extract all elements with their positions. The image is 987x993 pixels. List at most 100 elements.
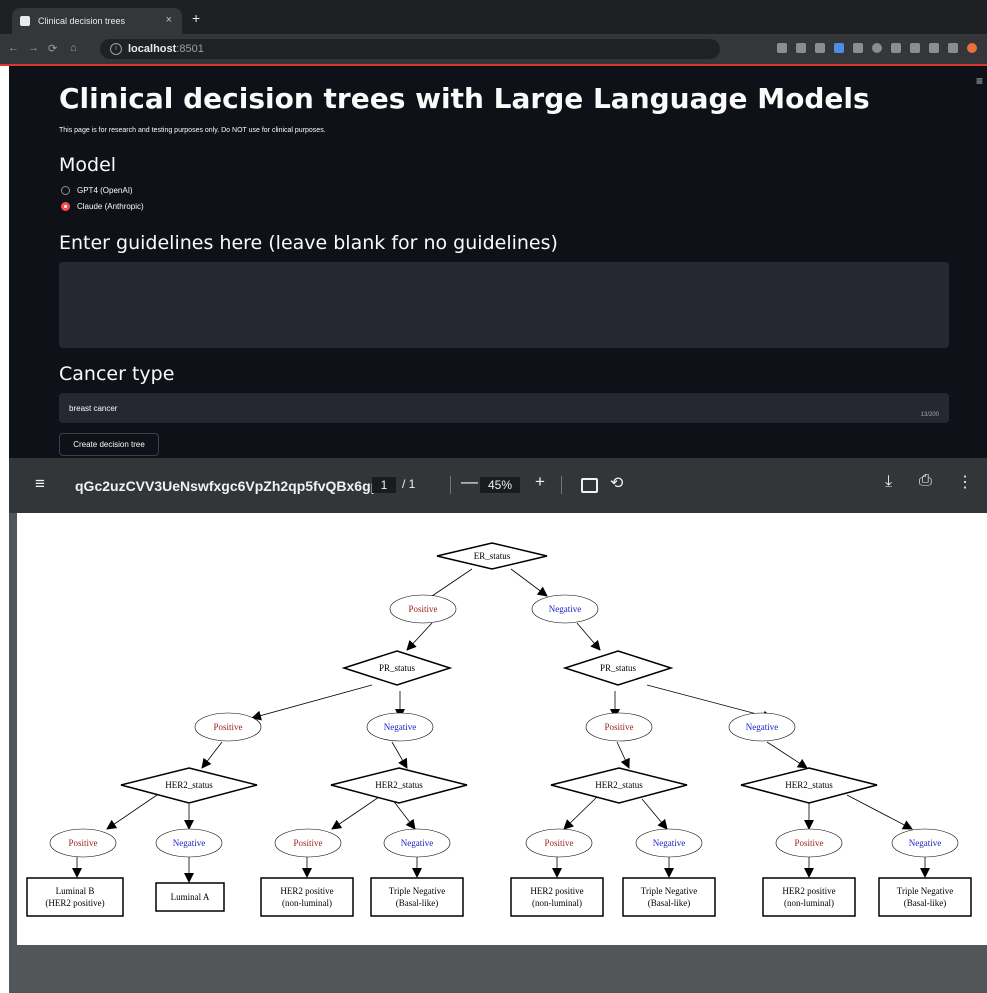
edge (391, 798, 416, 830)
ellipse-r-neg (728, 712, 796, 742)
edge-label-negative: Negative (384, 722, 416, 732)
edge (641, 798, 668, 830)
ellipse-l-neg (366, 712, 434, 742)
leaf-box (260, 877, 354, 917)
main-menu-icon[interactable]: ≡ (975, 74, 983, 88)
zoom-icon[interactable] (777, 43, 787, 53)
edge (576, 622, 601, 651)
address-bar-row: ← → ⟳ ⌂ i localhost:8501 (0, 34, 987, 65)
download-icon[interactable] (929, 43, 939, 53)
page-loading-accent (0, 64, 987, 66)
page-number-input[interactable]: 1 (372, 477, 396, 493)
extension-icon[interactable] (891, 43, 901, 53)
pdf-menu-icon[interactable]: ≡ (35, 474, 45, 493)
cancer-type-input[interactable]: breast cancer 13/200 (59, 393, 949, 423)
url-input[interactable]: i localhost:8501 (100, 39, 720, 59)
decision-tree-diagram: ER_status Positive Negative PR_status PR… (26, 542, 972, 917)
forward-icon[interactable]: → (28, 42, 39, 54)
radio-gpt4[interactable]: GPT4 (OpenAI) (61, 186, 133, 195)
extensions-toolbar (777, 43, 977, 53)
extensions-puzzle-icon[interactable] (910, 43, 920, 53)
back-icon[interactable]: ← (8, 42, 19, 54)
toolbar-divider (561, 476, 562, 494)
url-host: localhost (128, 43, 177, 55)
edge (391, 741, 408, 769)
leaf-label: (Basal-like) (904, 898, 946, 908)
zoom-out-button[interactable]: — (461, 472, 478, 491)
guidelines-textarea[interactable] (59, 262, 949, 348)
zoom-in-button[interactable]: + (535, 472, 545, 491)
extension-icon[interactable] (853, 43, 863, 53)
diamond-pr-right (562, 650, 674, 686)
share-icon[interactable] (796, 43, 806, 53)
extension-icon[interactable] (872, 43, 882, 53)
cancer-type-value: breast cancer (69, 404, 118, 413)
side-panel-icon[interactable] (948, 43, 958, 53)
download-icon[interactable]: ⤓ (885, 473, 893, 490)
page-total: / 1 (402, 477, 416, 491)
tree-edges (72, 568, 930, 883)
cancer-type-heading: Cancer type (59, 363, 175, 385)
node-label: HER2_status (595, 780, 643, 790)
edge (251, 684, 373, 721)
radio-button[interactable] (61, 186, 70, 195)
leaf-label: Triple Negative (641, 886, 697, 896)
zoom-level-input[interactable]: 45% (480, 477, 520, 493)
leaf-label: HER2 positive (280, 886, 333, 896)
leaf-label: (HER2 positive) (45, 898, 104, 908)
reload-icon[interactable]: ⟳ (48, 43, 58, 55)
fit-to-page-icon[interactable] (581, 478, 598, 493)
tab-close-icon[interactable]: × (165, 14, 172, 26)
ellipse-h3-neg (635, 828, 703, 858)
ellipse-h2-pos (274, 828, 342, 858)
diamond-h4 (740, 767, 878, 804)
leaf-label: Triple Negative (389, 886, 445, 896)
new-tab-button[interactable]: + (192, 10, 201, 26)
radio-button-selected[interactable] (61, 202, 70, 211)
home-icon[interactable]: ⌂ (70, 42, 77, 54)
rotate-icon[interactable]: ⟲ (610, 475, 624, 492)
leaf-box (26, 877, 124, 917)
edge-label-positive: Positive (604, 722, 633, 732)
bookmark-star-icon[interactable] (815, 43, 825, 53)
radio-claude[interactable]: Claude (Anthropic) (61, 202, 144, 211)
extension-icon[interactable] (834, 43, 844, 53)
radio-label: GPT4 (OpenAI) (77, 186, 133, 195)
edge (431, 568, 473, 597)
tab-title: Clinical decision trees (38, 16, 126, 26)
ellipse-er-pos (389, 594, 457, 624)
print-icon[interactable]: ⎙ (919, 472, 932, 489)
diamond-er (436, 542, 548, 570)
ellipse-h3-pos (525, 828, 593, 858)
edge-label-positive: Positive (293, 838, 322, 848)
more-options-icon[interactable]: ⋮ (957, 474, 973, 491)
char-counter: 13/200 (920, 412, 939, 418)
edge (510, 568, 548, 597)
create-decision-tree-button[interactable]: Create decision tree (59, 433, 159, 456)
diamond-pr-left (341, 650, 453, 686)
leaf-label: Luminal B (56, 886, 95, 896)
ellipse-h4-pos (775, 828, 843, 858)
site-info-icon[interactable]: i (110, 43, 122, 55)
node-label: HER2_status (375, 780, 423, 790)
leaf-label: (non-luminal) (282, 898, 332, 908)
edge (846, 794, 913, 830)
model-heading: Model (59, 154, 117, 176)
radio-label: Claude (Anthropic) (77, 202, 144, 211)
guidelines-heading: Enter guidelines here (leave blank for n… (59, 232, 558, 254)
node-label: PR_status (600, 663, 637, 673)
browser-tab[interactable]: Clinical decision trees × (12, 8, 182, 34)
node-label: ER_status (474, 551, 511, 561)
edge (331, 794, 383, 830)
node-label: PR_status (379, 663, 416, 673)
ellipse-h4-neg (891, 828, 959, 858)
leaf-label: Luminal A (171, 892, 210, 902)
profile-avatar[interactable] (967, 43, 977, 53)
edge-label-negative: Negative (173, 838, 205, 848)
edge-label-positive: Positive (794, 838, 823, 848)
edge (563, 794, 600, 830)
leaf-label: (non-luminal) (532, 898, 582, 908)
edge-label-positive: Positive (408, 604, 437, 614)
diamond-h2 (330, 767, 468, 804)
leaf-label: (Basal-like) (396, 898, 438, 908)
